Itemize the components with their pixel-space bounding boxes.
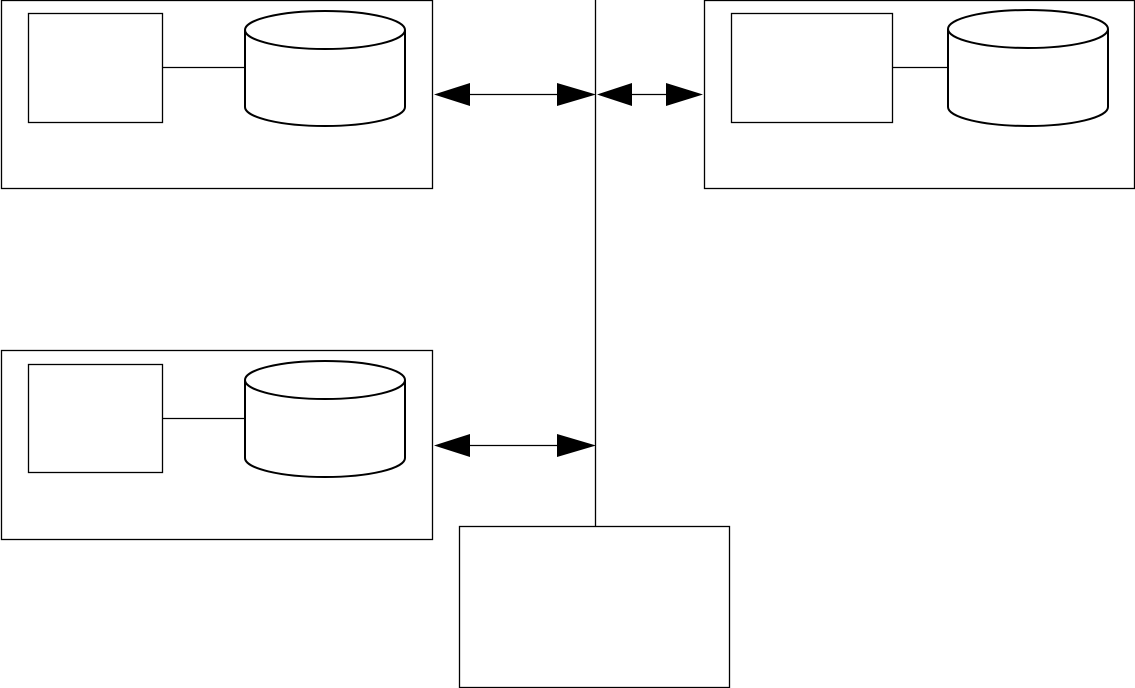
arrowhead-right-icon [557,83,596,106]
double-arrow-top-left [434,83,596,106]
arrowhead-left-icon [434,83,470,106]
arrowhead-right-icon [666,83,703,106]
arrowhead-right-icon [557,434,596,457]
node-process-box [27,12,164,124]
double-arrow-bottom-left [434,434,596,457]
node-process-box [27,363,164,474]
database-cylinder-icon [947,9,1109,127]
node-process-box [730,12,894,124]
central-server-box [458,525,731,688]
node-frame [0,349,434,541]
arrowhead-left-icon [434,434,470,457]
database-cylinder-icon [244,10,406,127]
node-top-right [703,0,1135,190]
double-arrow-top-right [597,83,703,106]
node-top-left [0,0,434,190]
node-frame [0,0,434,190]
database-cylinder-icon [244,360,406,478]
arrowhead-left-icon [597,83,632,106]
node-bottom-left [0,349,434,541]
